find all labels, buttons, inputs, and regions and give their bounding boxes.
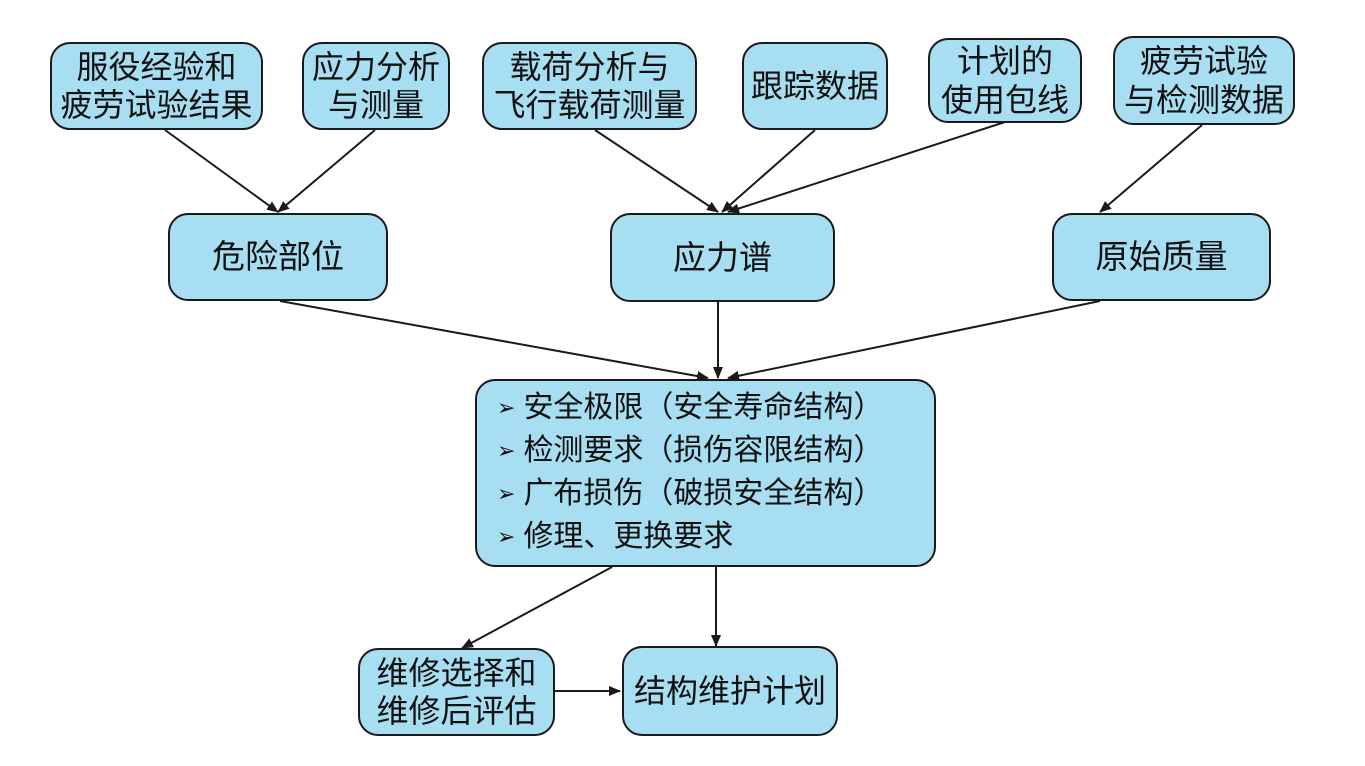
arrow-quality-to-center <box>727 300 1101 381</box>
box-text-line: 原始质量 <box>1095 237 1228 277</box>
box-text-line: 使用包线 <box>940 80 1069 119</box>
box-text-line: 疲劳试验 <box>1139 42 1268 81</box>
box-tracking-data: 跟踪数据 <box>742 42 888 130</box>
arrow-usage-to-spectrum <box>727 121 1006 214</box>
arrow-bullet-icon: ➢ <box>497 438 516 464</box>
box-fatigue-test-data: 疲劳试验 与检测数据 <box>1113 36 1295 125</box>
box-maintenance-plan: 结构维护计划 <box>622 646 838 736</box>
requirement-item: ➢ 修理、更换要求 <box>497 516 733 559</box>
box-load-analysis: 载荷分析与 飞行载荷测量 <box>482 42 697 130</box>
box-initial-quality: 原始质量 <box>1052 213 1271 301</box>
box-repair-options: 维修选择和 维修后评估 <box>358 648 555 736</box>
box-text-line: 跟踪数据 <box>750 66 879 105</box>
arrow-bullet-icon: ➢ <box>497 395 516 421</box>
arrow-center-to-repair <box>461 566 613 649</box>
requirement-item: ➢ 检测要求（损伤容限结构） <box>497 430 883 473</box>
box-text-line: 维修后评估 <box>376 692 537 730</box>
box-service-fatigue-results: 服役经验和 疲劳试验结果 <box>50 42 263 130</box>
requirement-text: 修理、更换要求 <box>523 518 734 554</box>
box-stress-spectrum: 应力谱 <box>610 213 835 302</box>
box-text-line: 计划的 <box>956 42 1053 81</box>
box-text-line: 应力分析 <box>311 47 440 86</box>
box-text-line: 服役经验和 <box>76 47 237 86</box>
requirement-text: 检测要求（损伤容限结构） <box>523 433 884 469</box>
box-text-line: 疲劳试验结果 <box>60 86 253 124</box>
arrow-tracking-to-spectrum <box>721 129 816 213</box>
arrow-fatigue-to-quality <box>1099 124 1203 213</box>
box-planned-usage: 计划的 使用包线 <box>928 38 1082 123</box>
arrow-bullet-icon: ➢ <box>497 524 516 550</box>
requirement-text: 安全极限（安全寿命结构） <box>523 390 884 426</box>
requirement-item: ➢ 广布损伤（破损安全结构） <box>497 473 883 516</box>
arrow-load-to-spectrum <box>594 129 719 213</box>
box-text-line: 与检测数据 <box>1123 80 1284 119</box>
box-stress-analysis: 应力分析 与测量 <box>302 42 450 130</box>
arrow-service-to-critical <box>164 129 279 213</box>
box-text-line: 结构维护计划 <box>633 671 826 710</box>
box-text-line: 危险部位 <box>212 237 344 277</box>
requirement-text: 广布损伤（破损安全结构） <box>523 476 884 511</box>
box-text-line: 飞行载荷测量 <box>493 86 686 124</box>
box-text-line: 与测量 <box>327 86 424 124</box>
box-text-line: 载荷分析与 <box>509 47 670 86</box>
arrow-stress-to-critical <box>277 129 376 213</box>
box-text-line: 应力谱 <box>673 237 772 277</box>
requirement-item: ➢ 安全极限（安全寿命结构） <box>497 387 883 430</box>
arrow-bullet-icon: ➢ <box>497 481 516 507</box>
box-text-line: 维修选择和 <box>376 653 537 692</box>
box-requirements-list: ➢ 安全极限（安全寿命结构） ➢ 检测要求（损伤容限结构） ➢ 广布损伤（破损安… <box>475 379 936 567</box>
box-critical-location: 危险部位 <box>168 213 388 301</box>
arrow-critical-to-center <box>279 300 709 381</box>
